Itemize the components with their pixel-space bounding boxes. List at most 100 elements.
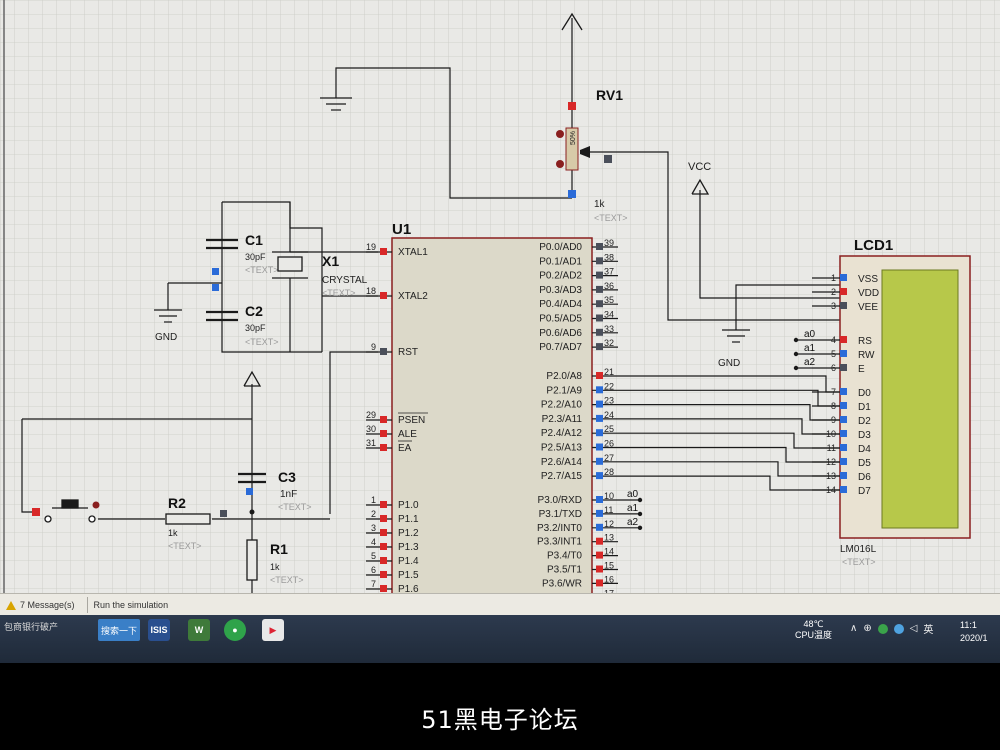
lcd-ref: LCD1 (854, 237, 893, 254)
u1-pin-label: XTAL2 (398, 291, 428, 302)
security-shield-icon[interactable] (877, 623, 888, 634)
wechat-app-icon[interactable]: ● (224, 619, 246, 641)
u1-pin-p0-1-ad1[interactable]: 38 P0.1/AD1 (539, 252, 618, 267)
x1-text: <TEXT> (322, 288, 356, 298)
volume-icon[interactable]: ◁ (909, 623, 918, 634)
media-app-icon[interactable]: ▶ (262, 619, 284, 641)
schematic-canvas[interactable]: GND GND VCC 50% RV1 1k <TEXT> C1 30pF <T… (0, 0, 1000, 595)
u1-pin-label: P0.1/AD1 (539, 256, 582, 267)
u1-pin-label: P1.0 (398, 500, 419, 511)
u1-pin-num: 26 (604, 439, 614, 449)
u1-pin-label: P3.2/INT0 (537, 523, 582, 534)
u1-pin-label: ALE (398, 429, 417, 440)
lcd-pin-num: 3 (831, 301, 836, 311)
u1-pin-label: P2.7/A15 (541, 471, 583, 482)
u1-pin-label: P0.5/AD5 (539, 314, 582, 325)
u1-pin-num: 3 (371, 523, 376, 533)
forum-watermark: 51黑电子论坛 (421, 706, 579, 734)
messages-indicator[interactable]: 7 Message(s) (0, 600, 81, 610)
news-ticker[interactable]: 包商银行破产 (4, 622, 59, 632)
app-tray-icon[interactable] (893, 623, 904, 634)
ime-indicator[interactable]: 英 (923, 625, 934, 636)
lcd-pin-num: 9 (831, 415, 836, 425)
isis-app-icon[interactable]: ISIS (148, 619, 170, 641)
u1-pin-num: 38 (604, 252, 614, 262)
u1-pin-num: 9 (371, 342, 376, 352)
u1-pin-label: P0.0/AD0 (539, 242, 582, 253)
u1-pin-label: P0.7/AD7 (539, 342, 582, 353)
chevron-up-icon[interactable]: ∧ (850, 623, 858, 634)
lcd-pin-label: D3 (858, 430, 871, 441)
r2-text: <TEXT> (168, 541, 202, 551)
u1-ref: U1 (392, 221, 411, 238)
system-clock[interactable]: 11:1 2020/1 (960, 619, 988, 645)
lcd-net-a1: a1 (793, 343, 816, 357)
u1-body[interactable] (391, 237, 593, 595)
lcd-pin-num: 13 (826, 471, 836, 481)
bus-wire-d6 (618, 461, 840, 477)
lcd-pin-label: D5 (858, 458, 871, 469)
u1-pin-label: P2.5/A13 (541, 443, 583, 454)
warning-icon (6, 600, 16, 610)
search-button[interactable]: 搜索一下 (98, 619, 140, 641)
net-label: a0 (804, 329, 816, 340)
reset-pushbutton[interactable] (32, 499, 100, 523)
network-globe-icon[interactable]: ⊕ (863, 623, 872, 634)
lcd-pin-label: E (858, 364, 865, 375)
rv1-potentiometer[interactable] (556, 102, 612, 198)
u1-pin-p2-5-a13[interactable]: 26 P2.5/A13 (541, 439, 618, 454)
cpu-temperature[interactable]: 48℃ CPU温度 (795, 619, 832, 641)
word-app-icon[interactable]: W (188, 619, 210, 641)
lcd-pin-num: 7 (831, 387, 836, 397)
net-label: a2 (804, 357, 816, 368)
